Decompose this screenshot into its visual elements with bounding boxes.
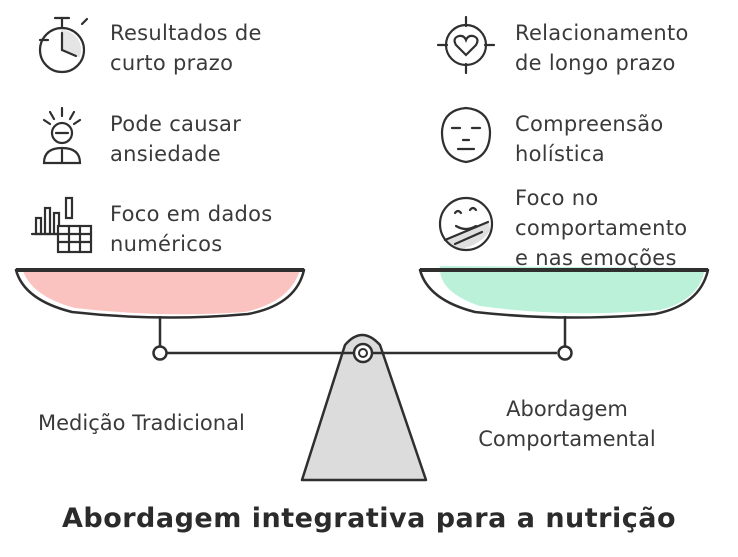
- left-item-2-line1: Pode causar: [110, 112, 242, 136]
- right-label-line2: Comportamental: [478, 427, 656, 451]
- right-item-1-line1: Relacionamento: [515, 21, 689, 45]
- anxious-person-icon: [42, 106, 82, 165]
- right-item-3-line1: Foco no: [515, 186, 599, 210]
- fulcrum: [300, 333, 428, 482]
- right-label-line1: Abordagem: [506, 397, 628, 421]
- stopwatch-icon: [38, 16, 89, 74]
- left-item-1: Resultados de curto prazo: [110, 18, 262, 78]
- left-item-3-line2: numéricos: [110, 232, 223, 256]
- chart-table-icon: [30, 196, 93, 254]
- right-label: Abordagem Comportamental: [462, 394, 672, 454]
- right-item-3-line3: e nas emoções: [515, 246, 677, 270]
- emotion-face-icon: [438, 196, 494, 252]
- right-item-3: Foco no comportamento e nas emoções: [515, 183, 687, 273]
- right-item-1: Relacionamento de longo prazo: [515, 18, 689, 78]
- left-item-3-line1: Foco em dados: [110, 202, 273, 226]
- right-item-3-line2: comportamento: [515, 216, 688, 240]
- left-item-3: Foco em dados numéricos: [110, 199, 273, 259]
- heart-target-icon: [436, 15, 496, 75]
- right-pan-fill: [439, 266, 705, 314]
- right-item-2: Compreensão holística: [515, 109, 664, 169]
- diagram-title: Abordagem integrativa para a nutrição: [61, 503, 677, 534]
- left-pan-fill: [22, 268, 300, 315]
- left-item-2-line2: ansiedade: [110, 142, 222, 166]
- right-item-1-line2: de longo prazo: [515, 51, 676, 75]
- right-joint: [557, 345, 573, 361]
- right-item-2-line2: holística: [515, 142, 605, 166]
- pivot: [352, 342, 374, 364]
- left-item-1-line1: Resultados de: [110, 21, 262, 45]
- right-item-2-line1: Compreensão: [515, 112, 664, 136]
- face-icon: [440, 106, 492, 164]
- left-label: Medição Tradicional: [38, 411, 245, 435]
- left-item-2: Pode causar ansiedade: [110, 109, 241, 169]
- left-item-1-line2: curto prazo: [110, 51, 234, 75]
- left-joint: [152, 345, 168, 361]
- right-pan: [418, 268, 710, 319]
- left-pan: [14, 268, 306, 319]
